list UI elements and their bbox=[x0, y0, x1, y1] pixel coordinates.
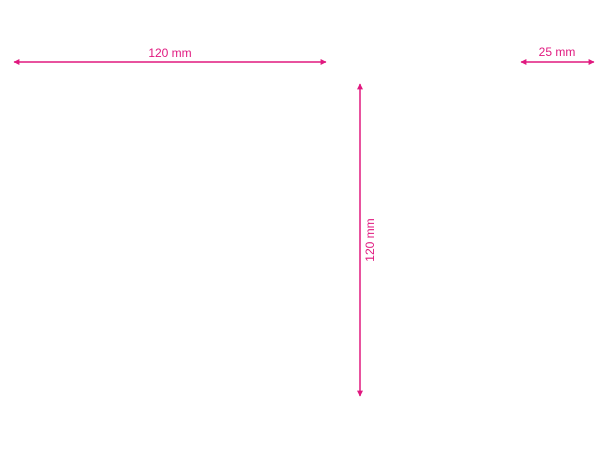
height-dimension: 120 mm bbox=[357, 83, 377, 397]
width-dimension-label: 120 mm bbox=[148, 46, 191, 60]
height-dimension-label: 120 mm bbox=[363, 218, 377, 261]
width-dimension: 120 mm bbox=[13, 46, 327, 65]
depth-dimension-label: 25 mm bbox=[539, 45, 576, 59]
depth-dimension: 25 mm bbox=[520, 45, 595, 65]
